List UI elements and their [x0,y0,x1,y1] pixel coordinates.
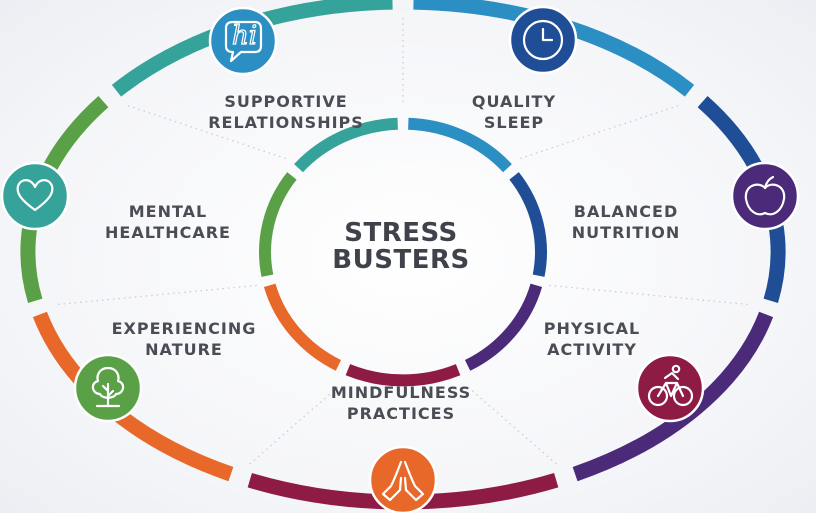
segment-dividers [56,16,750,466]
center-title: STRESS BUSTERS [332,218,469,275]
segment-icons: hi [0,5,800,513]
inner-arc-physical-activity [345,364,461,387]
label-mindfulness-practices-line1: MINDFULNESS [331,383,471,402]
label-supportive-relationships-line2: RELATIONSHIPS [208,113,364,132]
divider-mindfulness-practices [248,386,339,466]
inner-ring [259,117,547,387]
label-balanced-nutrition-line2: NUTRITION [572,223,680,242]
apple-icon [730,161,800,231]
inner-arc-mental-healthcare [294,117,398,173]
segment-labels: SUPPORTIVE RELATIONSHIPS QUALITY SLEEP BALAN… [105,92,680,423]
divider-balanced-nutrition [549,284,750,306]
inner-arc-balanced-nutrition [464,283,543,371]
label-physical-activity-line2: ACTIVITY [547,340,637,359]
divider-mental-healthcare [125,104,286,160]
inner-arc-mindfulness-practices [263,283,342,371]
label-quality-sleep-line2: SLEEP [484,113,544,132]
divider-quality-sleep [520,104,681,160]
speech-bubble-hi-icon: hi [208,6,278,76]
inner-arc-supportive-relationships [408,117,512,173]
label-mental-healthcare-line1: MENTAL [129,202,208,221]
label-balanced-nutrition-line1: BALANCED [574,202,679,221]
tree-icon [73,353,143,423]
inner-arc-experiencing-nature [259,172,297,277]
svg-text:hi: hi [232,21,257,51]
center-title-line1: STRESS [344,218,458,248]
center-title-line2: BUSTERS [332,245,469,275]
heart-icon [0,161,70,231]
label-experiencing-nature-line1: EXPERIENCING [112,319,257,338]
label-mindfulness-practices-line2: PRACTICES [347,404,455,423]
label-experiencing-nature-line2: NATURE [145,340,223,359]
praying-hands-icon [368,445,438,513]
inner-arc-quality-sleep [509,172,547,277]
cyclist-icon [635,353,705,423]
divider-experiencing-nature [56,284,257,306]
label-supportive-relationships-line1: SUPPORTIVE [224,92,347,111]
divider-physical-activity [467,386,558,466]
clock-icon [508,5,578,75]
label-mental-healthcare-line2: HEALTHCARE [105,223,231,242]
label-quality-sleep-line1: QUALITY [472,92,556,111]
label-physical-activity-line1: PHYSICAL [544,319,641,338]
